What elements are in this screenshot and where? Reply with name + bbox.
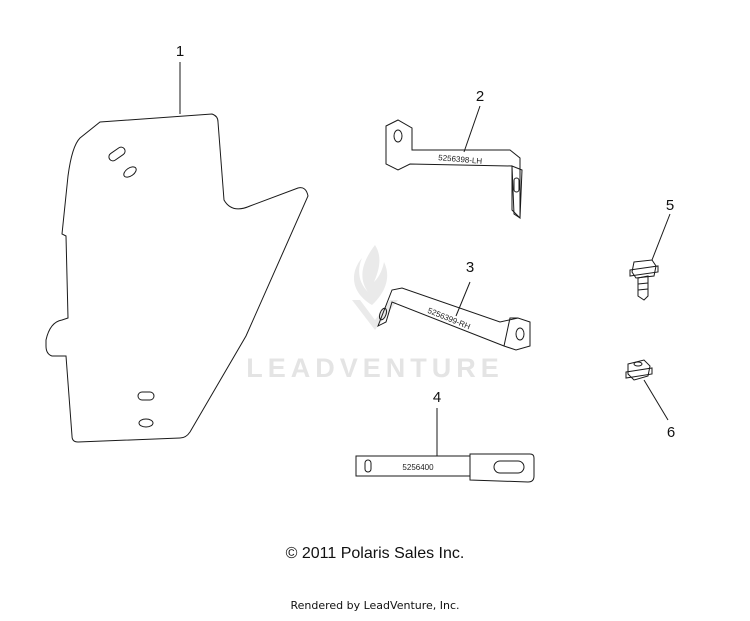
part-3-bracket-rh[interactable]: 5256399-RH [377,287,531,351]
part-4-strap[interactable]: 5256400 [355,453,535,483]
copyright-notice: © 2011 Polaris Sales Inc. [285,545,465,562]
part-2-marking: 5256398-LH [438,153,483,166]
callout-2-leader [463,105,481,153]
callout-3-label: 3 [466,259,474,276]
callout-6-leader [643,379,669,421]
part-5-flange-bolt[interactable] [629,259,659,301]
callout-1-label: 1 [176,43,184,60]
part-4-marking: 5256400 [402,463,434,472]
part-6-flange-nut[interactable] [625,359,653,381]
part-2-bracket-lh[interactable]: 5256398-LH [385,119,523,220]
leadventure-watermark: LEADVENTURE [246,245,504,383]
callout-6-label: 6 [667,424,675,441]
callout-4-label: 4 [433,389,441,406]
callout-2-label: 2 [476,88,484,105]
callout-3-leader [455,281,471,317]
part-1-plate[interactable] [45,113,309,443]
rendered-by-credit: Rendered by LeadVenture, Inc. [290,599,460,612]
watermark-text: LEADVENTURE [246,353,504,383]
callout-5-leader [651,213,671,261]
watermark-logo-icon [352,245,398,330]
callout-5-label: 5 [666,197,674,214]
